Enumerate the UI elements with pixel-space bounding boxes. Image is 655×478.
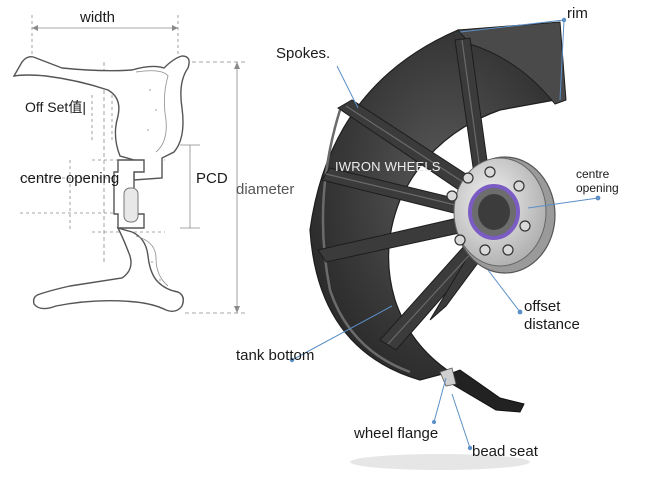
centre-opening-label-left: centre opening xyxy=(20,170,120,187)
profile-hatching xyxy=(147,89,161,281)
diameter-label: diameter xyxy=(236,181,295,198)
width-label: width xyxy=(80,9,116,26)
offset-label: Off Set值| xyxy=(25,99,86,115)
offset-distance-label: offset distance xyxy=(524,298,580,333)
rim-profile-drawing xyxy=(12,15,245,314)
hub xyxy=(446,156,556,274)
tank-bottom-label: tank bottom xyxy=(236,347,315,364)
wheel-cutaway-drawing xyxy=(309,21,567,470)
rim-label: rim xyxy=(567,5,588,22)
lug-nuts xyxy=(446,166,531,256)
wheel-flange-label: wheel flange xyxy=(354,425,439,442)
spokes-label: Spokes. xyxy=(276,45,331,62)
wheel-flange-lip xyxy=(443,369,525,413)
pcd-label: PCD xyxy=(196,170,228,187)
leader-dots xyxy=(289,17,601,451)
bead-seat-label: bead seat xyxy=(472,443,538,460)
leader-lines xyxy=(291,19,599,449)
brand-text: IWRON WHEELS xyxy=(335,159,441,174)
centre-opening-label-right: centre opening xyxy=(576,167,619,195)
